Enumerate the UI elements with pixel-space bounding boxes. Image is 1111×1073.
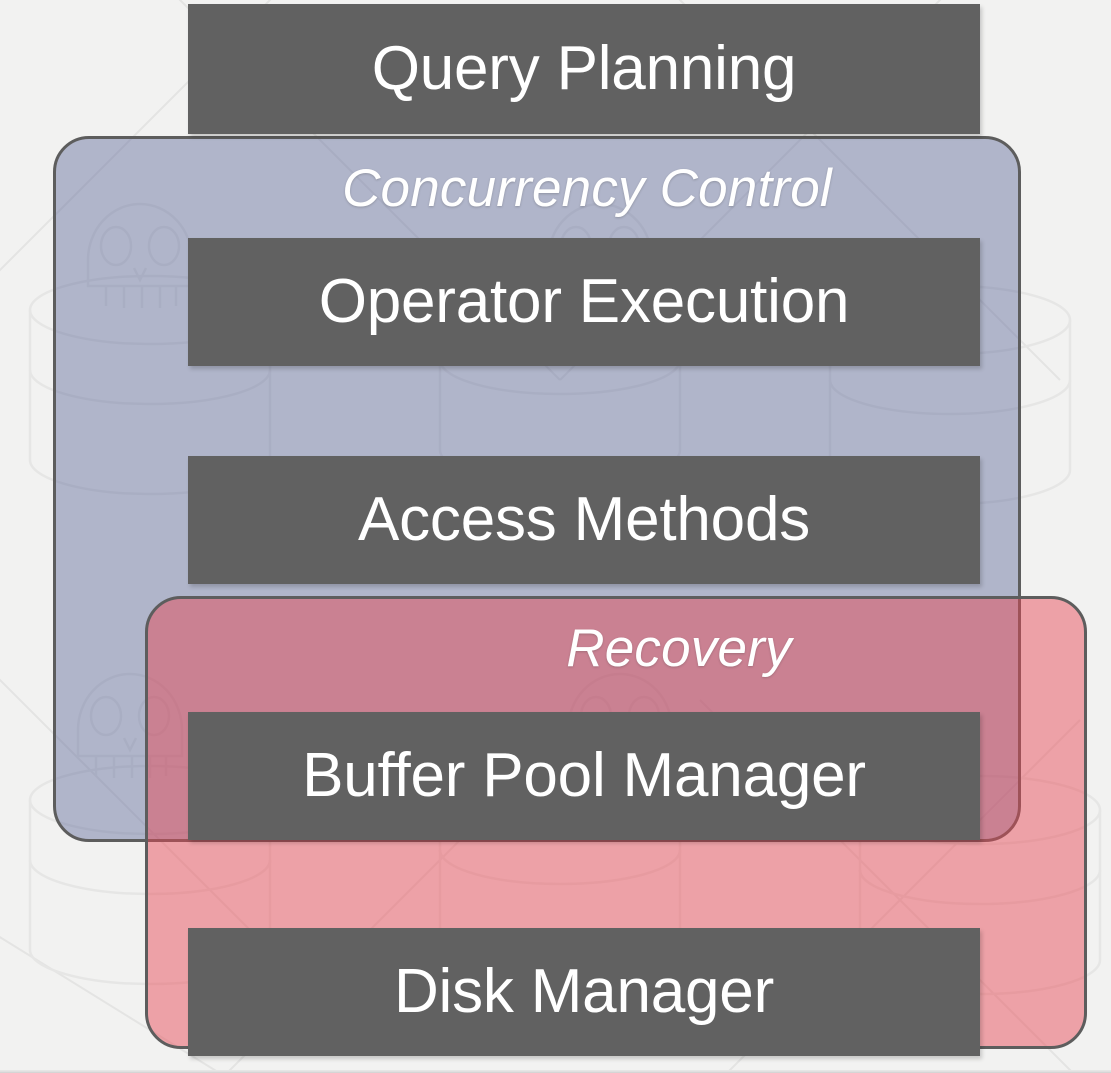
slide-bottom-divider: [0, 1070, 1111, 1073]
panel-recovery-label: Recovery: [566, 619, 792, 678]
layer-label-buffer-pool-manager: Buffer Pool Manager: [302, 741, 866, 810]
layer-box-operator-execution[interactable]: Operator Execution: [188, 238, 980, 366]
layer-label-query-planning: Query Planning: [371, 34, 797, 103]
layer-box-query-planning[interactable]: Query Planning: [188, 4, 980, 134]
layer-label-access-methods: Access Methods: [357, 485, 811, 554]
layer-box-buffer-pool-manager[interactable]: Buffer Pool Manager: [188, 712, 980, 840]
layer-label-operator-execution: Operator Execution: [318, 267, 850, 336]
panel-concurrency-control-label: Concurrency Control: [342, 159, 832, 218]
layer-box-access-methods[interactable]: Access Methods: [188, 456, 980, 584]
layer-box-disk-manager[interactable]: Disk Manager: [188, 928, 980, 1056]
layer-label-disk-manager: Disk Manager: [393, 957, 775, 1026]
